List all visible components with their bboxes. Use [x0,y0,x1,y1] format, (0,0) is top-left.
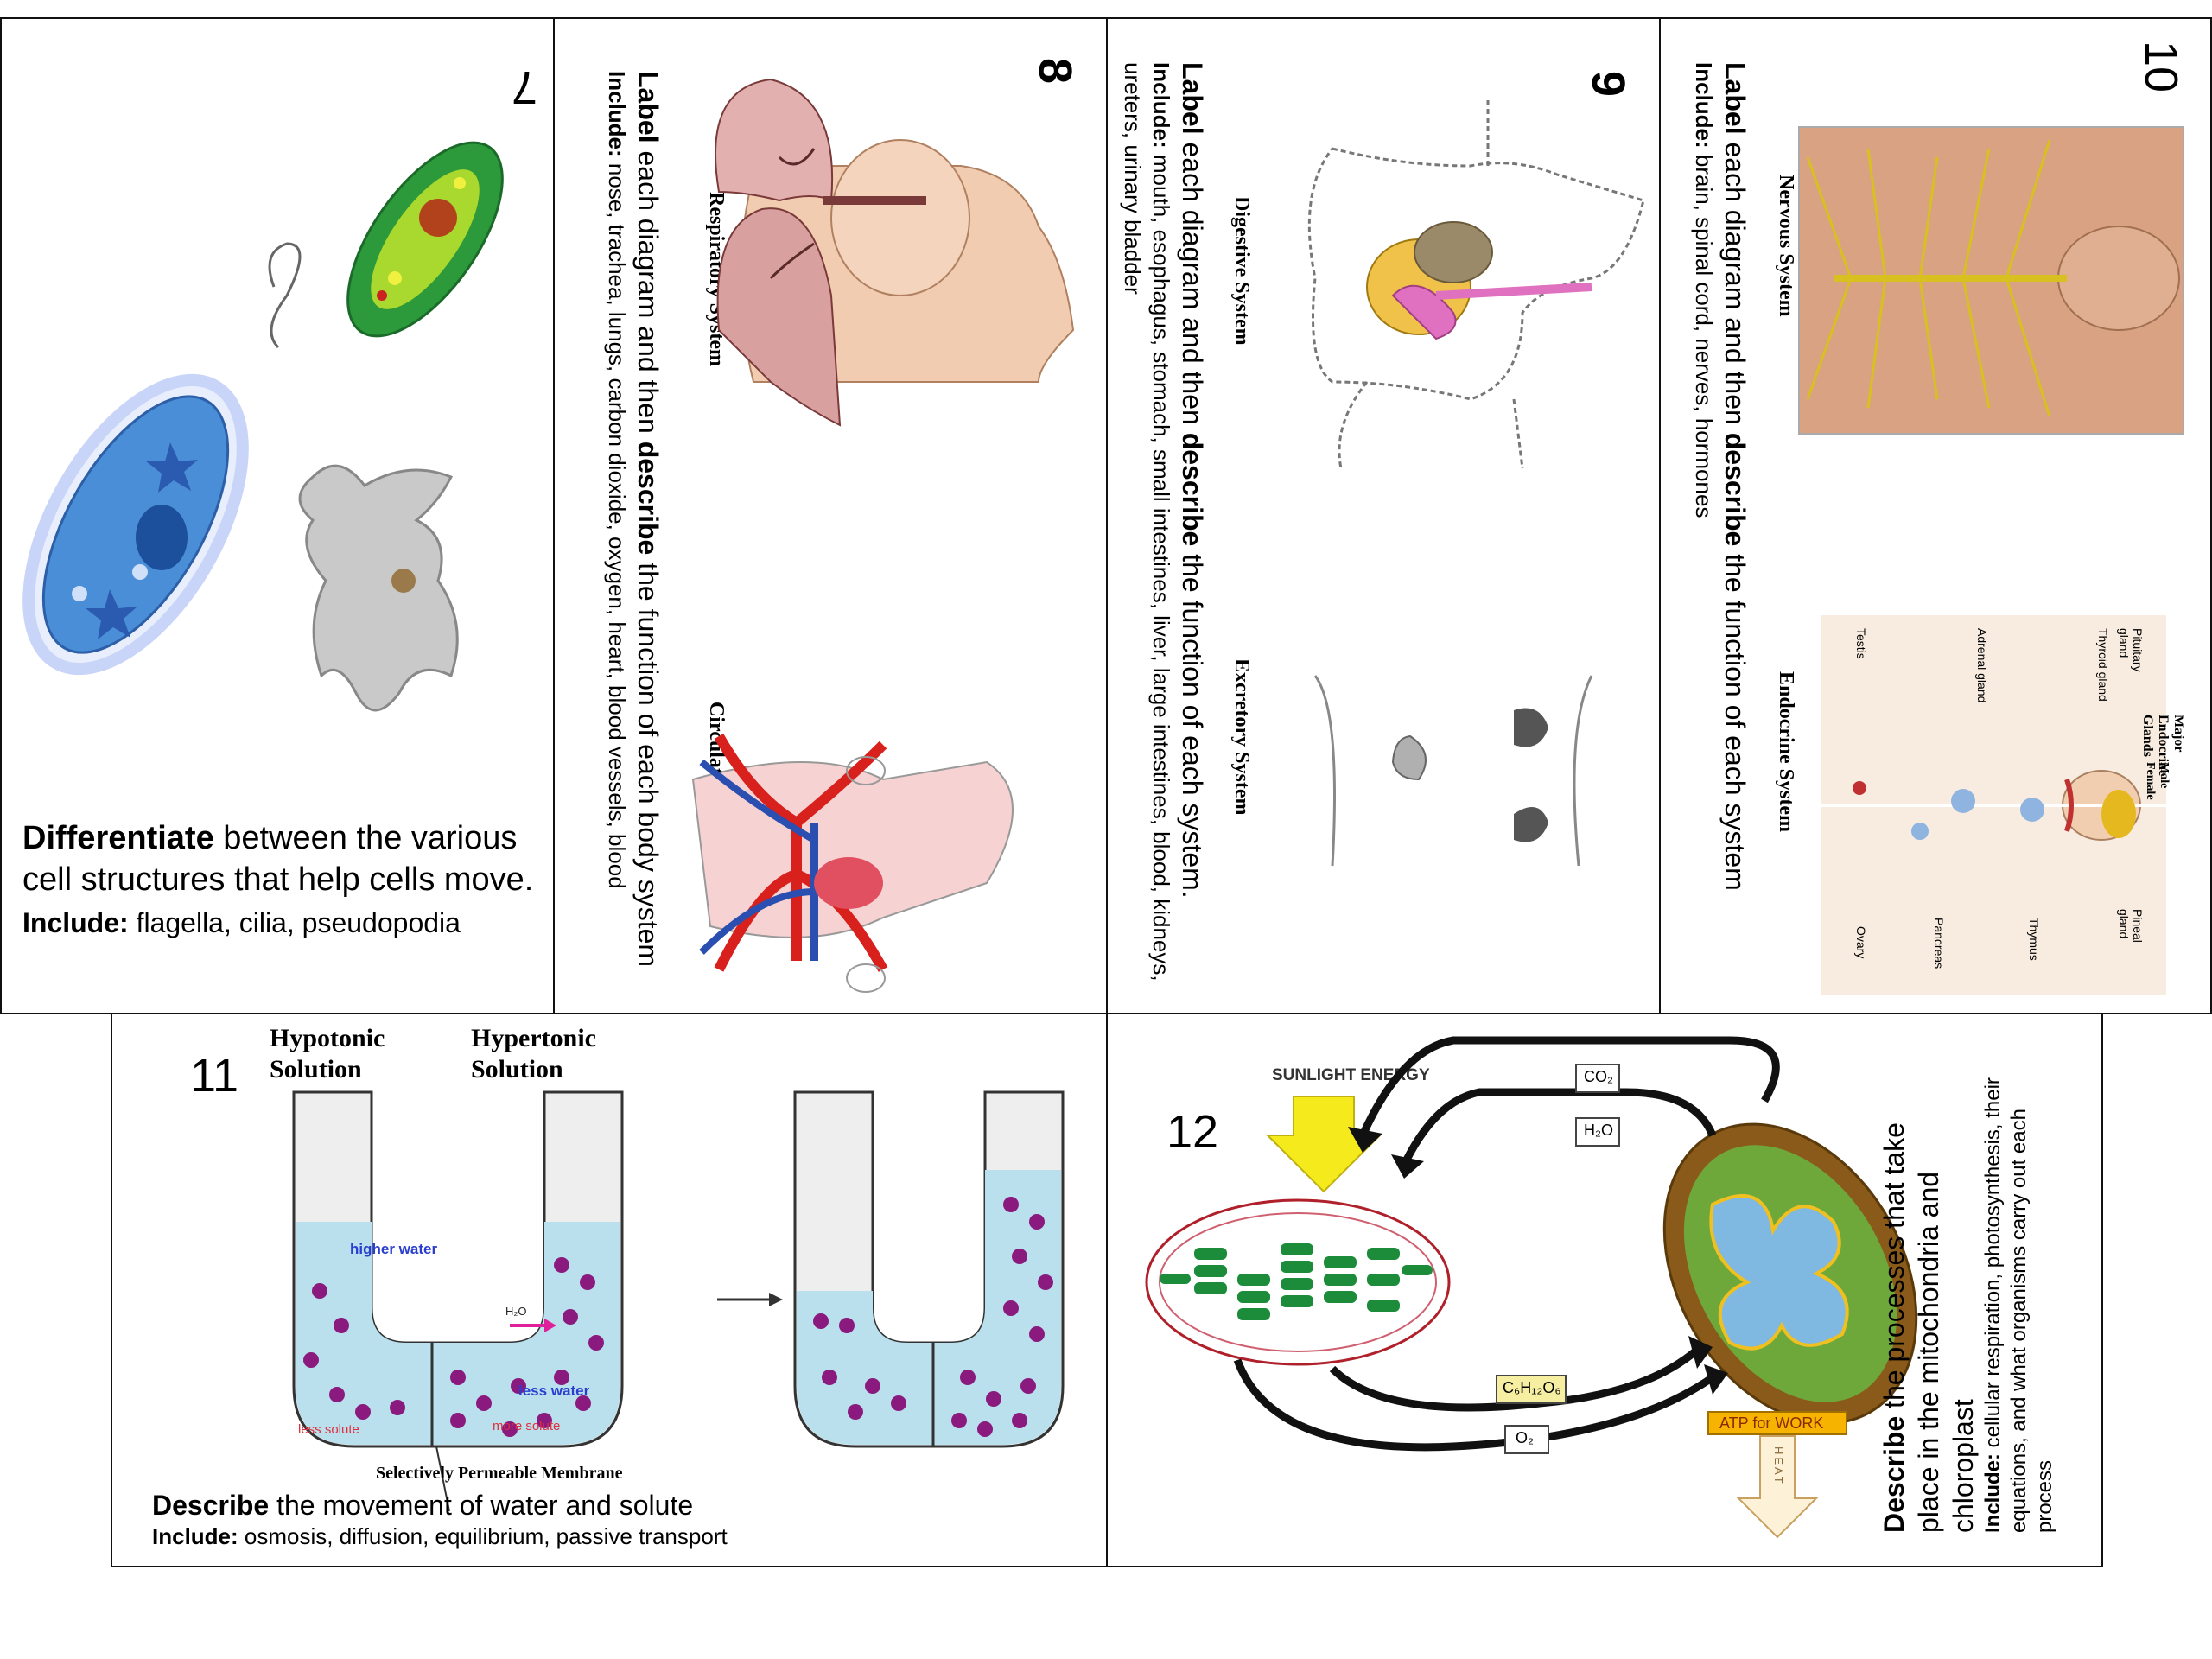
include-label: Include: [1981,1452,2005,1533]
u-tube-right-solution [797,1170,1061,1445]
panel-7-text: Differentiate between the various cell s… [22,818,550,940]
include-label: Include: [152,1523,238,1549]
kidney-right [1514,807,1548,842]
higher-water-label: higher water [350,1241,438,1257]
solute-particles [303,1257,604,1437]
endocrine-label: Thymus [2027,918,2041,961]
hypertonic-label: Hypertonic Solution [471,1024,596,1084]
heat-arrow [1736,1435,1819,1539]
hypotonic-label: Hypotonic Solution [270,1024,385,1084]
less-water-label: less water [518,1382,590,1399]
glucose-box [1496,1375,1567,1404]
pituitary-gland [2101,790,2136,838]
pancreas [1911,823,1929,840]
kidney-left [1514,708,1548,747]
esophagus [1435,283,1592,300]
u-tube-left-solution [296,1222,620,1445]
circulatory-diagram [691,734,1014,993]
co2-box [1575,1064,1620,1093]
more-solute-label: more solute [493,1419,561,1433]
nervous-diagram [1798,126,2184,435]
atp-label: ATP for WORK [1719,1414,1824,1432]
endocrine-label: Ovary [1854,926,1868,959]
amoeba-illustration [298,464,459,712]
panel-11: 11 Hypotonic Solution Hypertonic Solutio… [111,1013,1108,1567]
panel-12-text: Describe the processes that take place i… [1877,1049,2058,1533]
thylakoid-stacks [1160,1243,1433,1320]
digestive-diagram [1307,97,1645,469]
co2-arrow [1358,1036,1780,1137]
h2o-label: H₂O [1584,1122,1613,1139]
euglena-illustration [268,141,504,349]
flagellum-line [268,242,302,349]
panel-9: 9 Label each diagram and then describe t… [1106,17,1661,1014]
endocrine-subheader: Male Female [2144,762,2171,800]
h2o-label: H₂O [505,1305,527,1318]
differentiate-rest: between the various cell structures that… [22,820,534,898]
h2o-arrow [1402,1088,1717,1164]
osmosis-diagram [292,1090,1065,1512]
bladder [1391,734,1427,781]
h2o-box [1575,1117,1620,1147]
left-lung [716,207,842,427]
atp-box [1707,1411,1847,1435]
respiratory-diagram [715,78,1075,427]
panel-12: 12 SUNLIGHT ENERGY [1106,1013,2103,1567]
testis [1853,781,1866,795]
differentiate-word: Differentiate [22,820,214,856]
panel-number: 11 [190,1050,239,1102]
amoeba-body [298,464,459,712]
glucose-arrow [1329,1348,1698,1412]
include-text: flagella, cilia, pseudopodia [128,907,461,938]
include-label: Include: [22,907,129,938]
endocrine-label: Pituitary gland [2117,628,2145,672]
heat-label: HEAT [1772,1446,1785,1486]
euglena-nucleus [419,199,457,237]
endocrine-label: Pineal gland [2117,909,2145,943]
endocrine-label: Adrenal gland [1975,628,1989,703]
panel-11-text: Describe the movement of water and solut… [152,1488,1103,1551]
right-lung [715,78,834,202]
endocrine-diagram [1816,615,2171,995]
sunlight-arrow [1265,1096,1382,1193]
liver [1414,221,1493,283]
heart [814,857,883,909]
panel-8: 8 Label each diagram and then describe t… [553,17,1108,1014]
excretory-diagram [1313,675,1593,867]
thyroid-gland [2064,779,2074,832]
co2-label: CO₂ [1584,1068,1613,1085]
thymus [2020,798,2044,822]
o2-label: O₂ [1516,1429,1534,1446]
o2-arrow [1233,1358,1715,1452]
adrenal-gland [1951,789,1975,813]
cristae [1709,1194,1849,1351]
panel-number: 12 [1166,1106,1219,1158]
include-text: osmosis, diffusion, equilibrium, passive… [238,1523,728,1549]
endocrine-label: Thyroid gland [2096,628,2110,702]
describe-word: Describe [152,1490,270,1521]
paramecium-illustration [22,373,249,676]
describe-word: Describe [1878,1415,1910,1533]
describe-rest: the movement of water and solute [269,1490,694,1521]
endocrine-label: Pancreas [1932,918,1946,969]
amoeba-nucleus [391,569,416,593]
panel-10: 10 Label each diagram and then describe … [1659,17,2212,1014]
glucose-label: C₆H₁₂O₆ [1503,1379,1561,1396]
energy-cycle-diagram [1145,1036,1918,1539]
endocrine-label: Testis [1854,628,1868,659]
less-solute-label: less solute [298,1422,359,1437]
o2-box [1504,1425,1549,1454]
nerves [1806,139,2051,417]
paramecium-body [41,395,230,654]
panel-7: 7 Differentiate between the [0,17,555,1014]
membrane-label: Selectively Permeable Membrane [376,1464,623,1483]
